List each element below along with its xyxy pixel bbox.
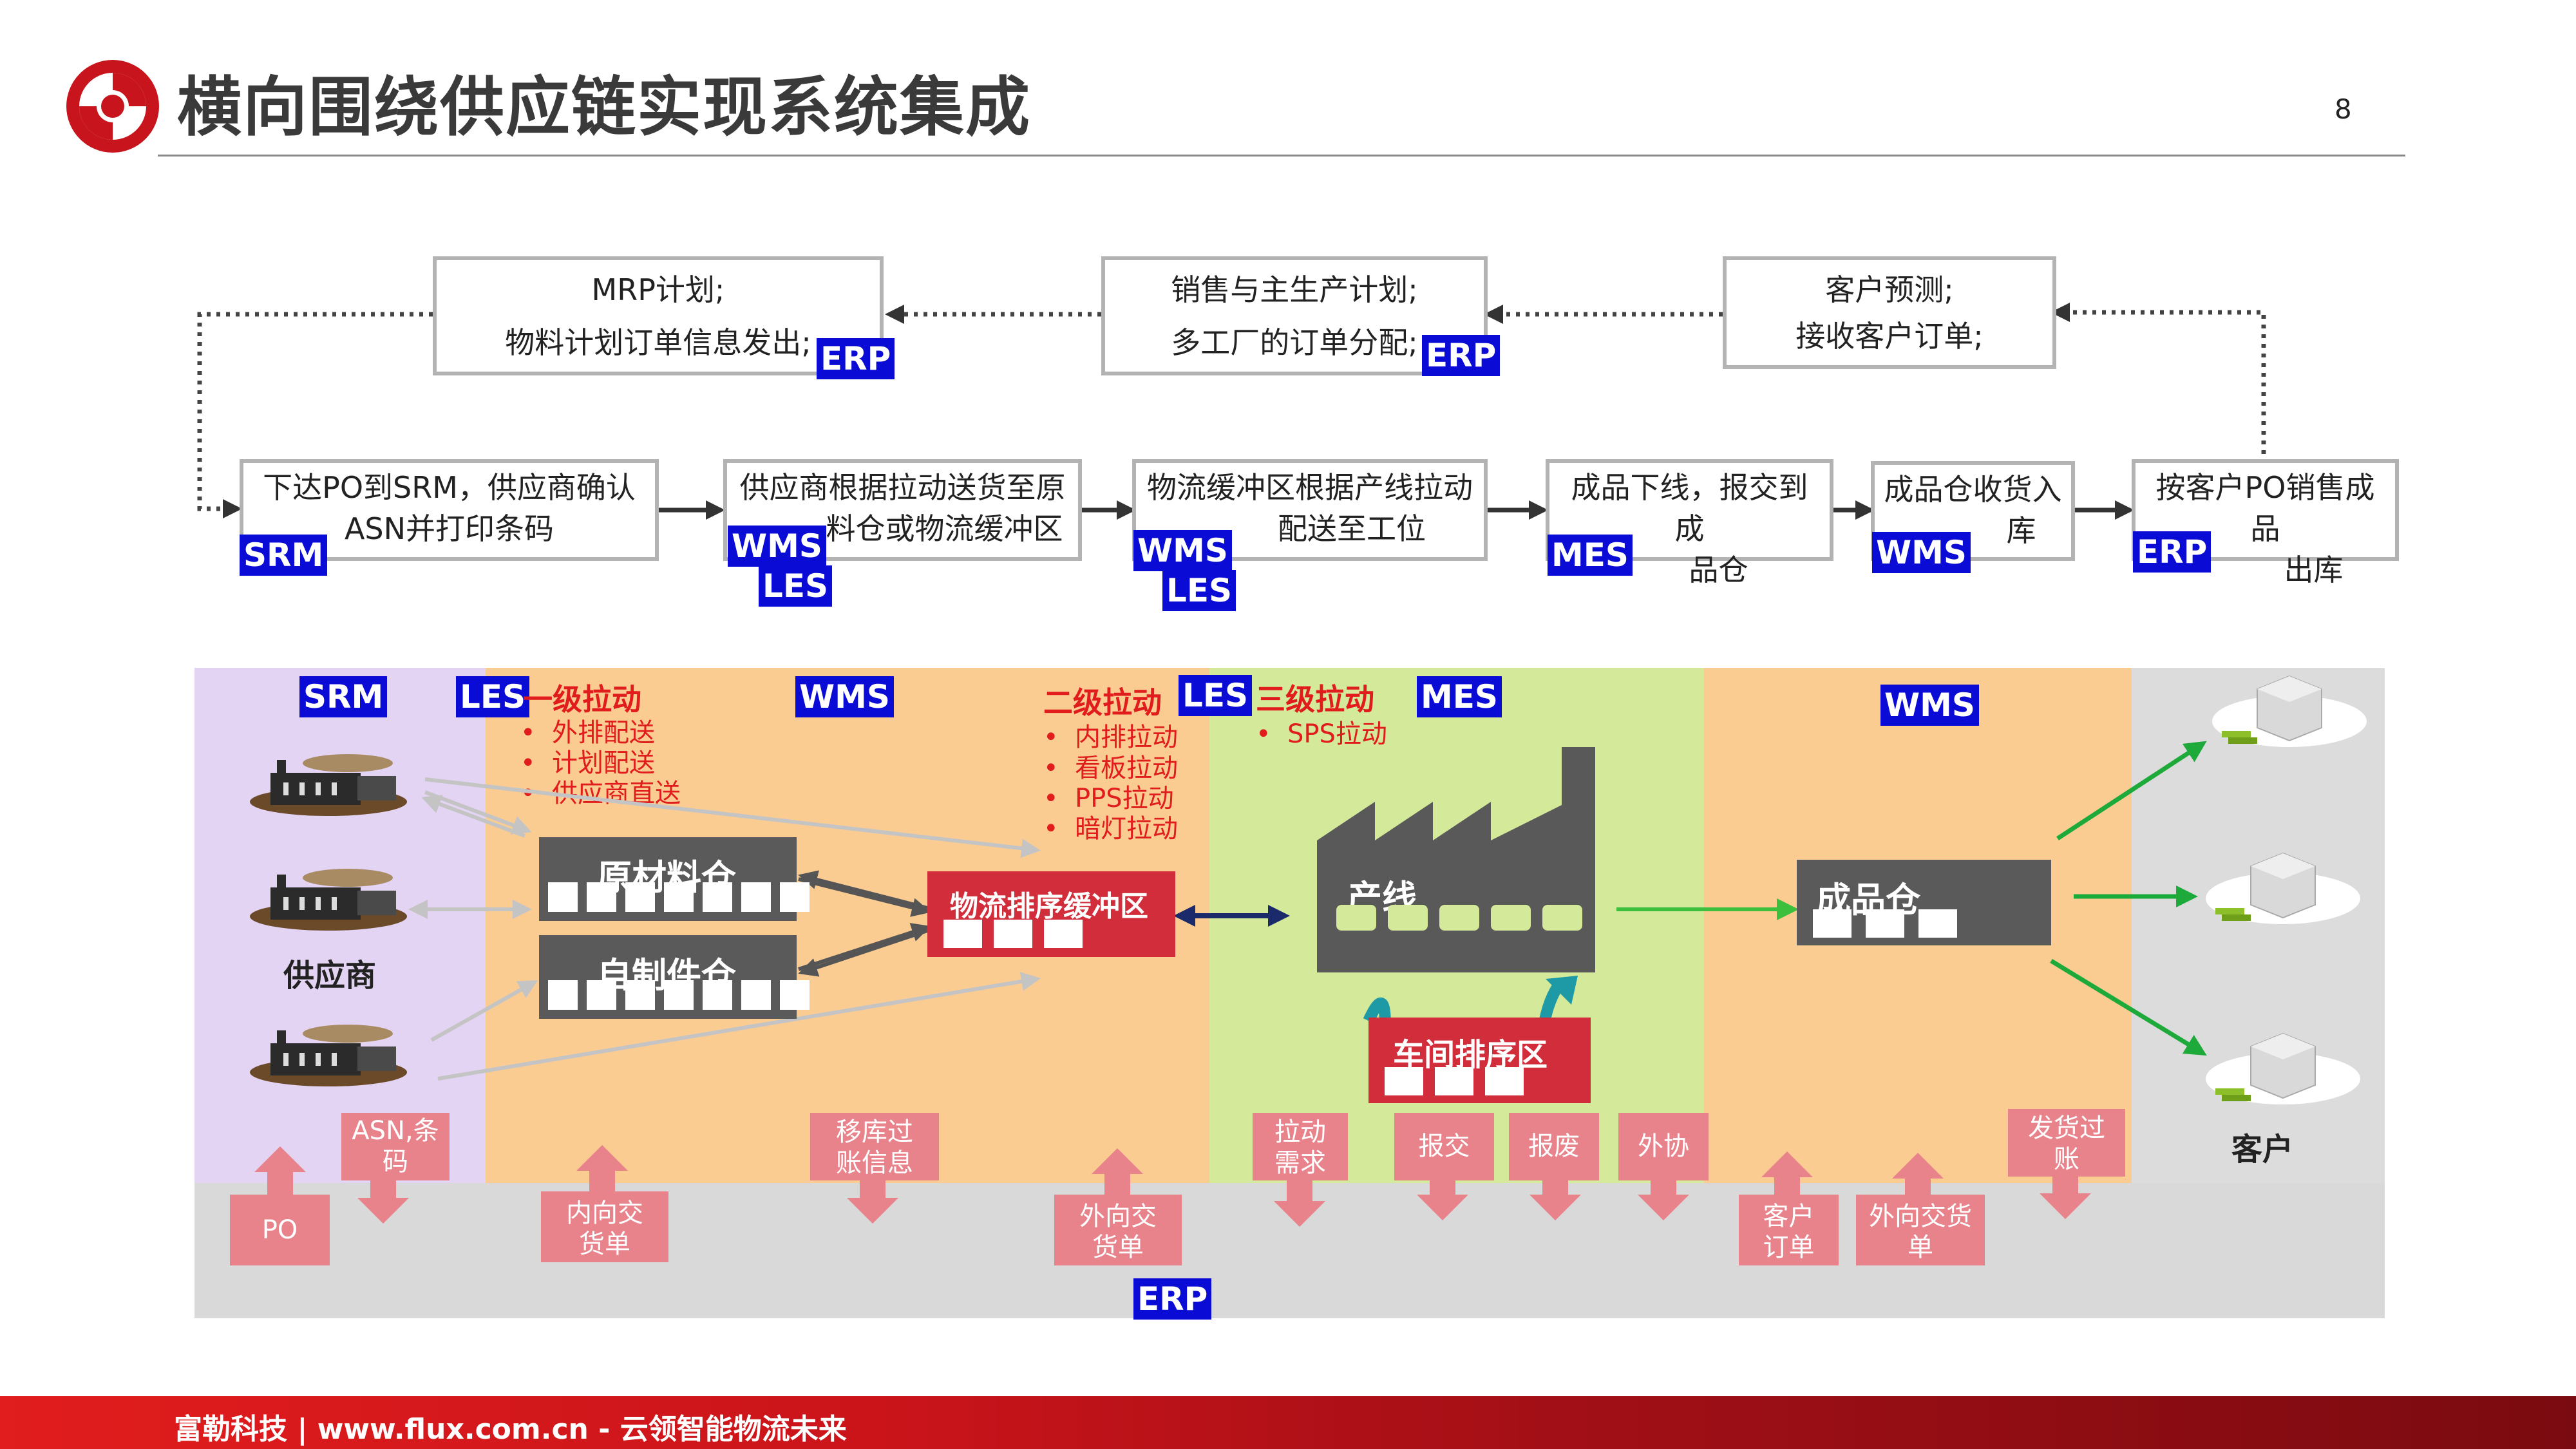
erp-label-po: PO: [230, 1195, 330, 1265]
process-box-line2: 品仓: [1689, 553, 1748, 587]
plan-box-line2: 多工厂的订单分配;: [1171, 325, 1418, 360]
self-made-warehouse: 自制件仓: [539, 935, 810, 1019]
system-tag-les: LES: [1179, 675, 1253, 716]
header-divider: [158, 155, 2405, 156]
plan-box-line2: 物料计划订单信息发出;: [505, 325, 811, 360]
system-tag-erp: ERP: [1133, 1278, 1212, 1320]
raw-material-warehouse: 原材料仓: [539, 837, 810, 921]
storage-slots: [548, 882, 810, 912]
finished-goods-warehouse: 成品仓: [1797, 860, 2051, 945]
erp-label-asn: ASN,条码: [341, 1113, 450, 1180]
supplier-factory-icon: [250, 1025, 407, 1086]
pull3-title: 三级拉动: [1256, 682, 1374, 717]
logistics-buffer: 物流排序缓冲区: [927, 871, 1175, 957]
pull2-item: • 暗灯拉动: [1043, 814, 1179, 844]
pull1-item: • 计划配送: [520, 748, 656, 778]
storage-slots: [1813, 909, 1957, 938]
plan-box-sales: 销售与主生产计划; 多工厂的订单分配;: [1101, 256, 1488, 375]
workshop-sequencing-area: 车间排序区: [1368, 1018, 1591, 1103]
plan-box-mrp: MRP计划; 物料计划订单信息发出;: [433, 256, 884, 375]
storage-slots: [1336, 905, 1582, 931]
erp-label-transfer-posting: 移库过账信息: [810, 1113, 939, 1180]
process-box-line2: 出库: [2284, 553, 2344, 587]
pull1-item: • 外排配送: [520, 718, 656, 748]
system-tag-srm: SRM: [240, 535, 328, 576]
pull2-title: 二级拉动: [1043, 685, 1162, 720]
system-tag-mes: MES: [1417, 676, 1502, 717]
footer-bar: [0, 1396, 2576, 1449]
process-box-supplier-delivery: 供应商根据拉动送货至原 料仓或物流缓冲区: [723, 459, 1082, 561]
storage-slots: [548, 980, 810, 1010]
customer-label: 客户: [2231, 1132, 2294, 1168]
plan-box-line1: MRP计划;: [591, 272, 725, 307]
customer-building-icon: [2206, 852, 2360, 924]
system-tag-mes: MES: [1548, 535, 1633, 576]
page-title: 横向围绕供应链实现系统集成: [177, 70, 1031, 145]
system-tag-wms: WMS: [1133, 530, 1232, 571]
system-tag-erp: ERP: [817, 338, 895, 379]
supplier-factory-icon: [250, 869, 407, 931]
pull2-item: • 内排拉动: [1043, 723, 1179, 752]
erp-label-scrap: 报废: [1509, 1113, 1599, 1180]
process-box-line2: 库: [2006, 513, 2036, 548]
pull2-item: • PPS拉动: [1043, 784, 1174, 813]
customer-building-icon: [2212, 675, 2367, 747]
system-tag-les: LES: [1162, 570, 1236, 611]
plan-box-line1: 销售与主生产计划;: [1171, 272, 1418, 307]
process-box-line2: 配送至工位: [1278, 511, 1426, 546]
workshop-label: 车间排序区: [1393, 1037, 1548, 1073]
process-box-line1: 物流缓冲区根据产线拉动: [1147, 470, 1473, 505]
system-tag-erp: ERP: [1422, 335, 1501, 376]
process-box-po: 下达PO到SRM，供应商确认 ASN并打印条码: [240, 459, 659, 561]
system-tag-wms: WMS: [1880, 685, 1979, 726]
system-tag-les: LES: [759, 565, 833, 607]
process-box-line2: 料仓或物流缓冲区: [826, 511, 1063, 546]
process-box-line2: ASN并打印条码: [344, 511, 554, 546]
erp-label-report: 报交: [1394, 1113, 1494, 1180]
supplier-factory-icon: [250, 754, 407, 816]
erp-label-pull-demand: 拉动需求: [1253, 1113, 1348, 1180]
process-box-line1: 供应商根据拉动送货至原: [739, 470, 1066, 505]
system-tag-erp: ERP: [2133, 531, 2211, 573]
system-tag-wms: WMS: [1872, 532, 1971, 573]
process-box-finished-output: 成品下线，报交到成 品仓: [1546, 459, 1833, 587]
system-tag-srm: SRM: [299, 676, 388, 717]
plan-box-line1: 客户预测;: [1825, 272, 1954, 307]
process-box-line1: 成品下线，报交到成: [1571, 470, 1808, 546]
erp-label-outbound-delivery: 外向交货单: [1054, 1195, 1182, 1265]
system-tag-les: LES: [456, 676, 530, 717]
supplier-label: 供应商: [283, 958, 377, 994]
page-number: 8: [2334, 93, 2352, 125]
system-tag-wms: WMS: [795, 676, 894, 717]
process-box-line1: 下达PO到SRM，供应商确认: [263, 470, 636, 505]
customer-building-icon: [2206, 1032, 2360, 1104]
top-flow-connectors: [197, 303, 2266, 520]
company-logo: [66, 60, 159, 153]
erp-label-inbound-delivery: 内向交货单: [541, 1191, 668, 1262]
plan-box-customer: 客户预测; 接收客户订单;: [1723, 256, 2056, 369]
pull2-item: • 看板拉动: [1043, 753, 1179, 783]
erp-label-outsource: 外协: [1618, 1113, 1709, 1180]
storage-slots: [943, 920, 1083, 948]
process-box-finished-receipt: 成品仓收货入 库: [1871, 461, 2075, 561]
erp-label-customer-order: 客户订单: [1739, 1195, 1839, 1265]
storage-slots: [1385, 1067, 1524, 1095]
system-tag-wms: WMS: [728, 526, 826, 567]
footer-text: 富勒科技 | www.flux.com.cn - 云领智能物流未来: [174, 1413, 847, 1446]
process-box-buffer-delivery: 物流缓冲区根据产线拉动 配送至工位: [1132, 459, 1488, 561]
erp-label-shipment-posting: 发货过账: [2008, 1109, 2125, 1177]
process-box-line1: 按客户PO销售成品: [2155, 470, 2375, 546]
pull1-title: 一级拉动: [523, 682, 641, 717]
buffer-label: 物流排序缓冲区: [950, 890, 1148, 923]
process-box-line1: 成品仓收货入: [1884, 472, 2062, 507]
erp-label-outbound-delivery: 外向交货单: [1856, 1195, 1985, 1265]
plan-box-line2: 接收客户订单;: [1795, 319, 1984, 354]
pull3-item: • SPS拉动: [1256, 719, 1387, 749]
